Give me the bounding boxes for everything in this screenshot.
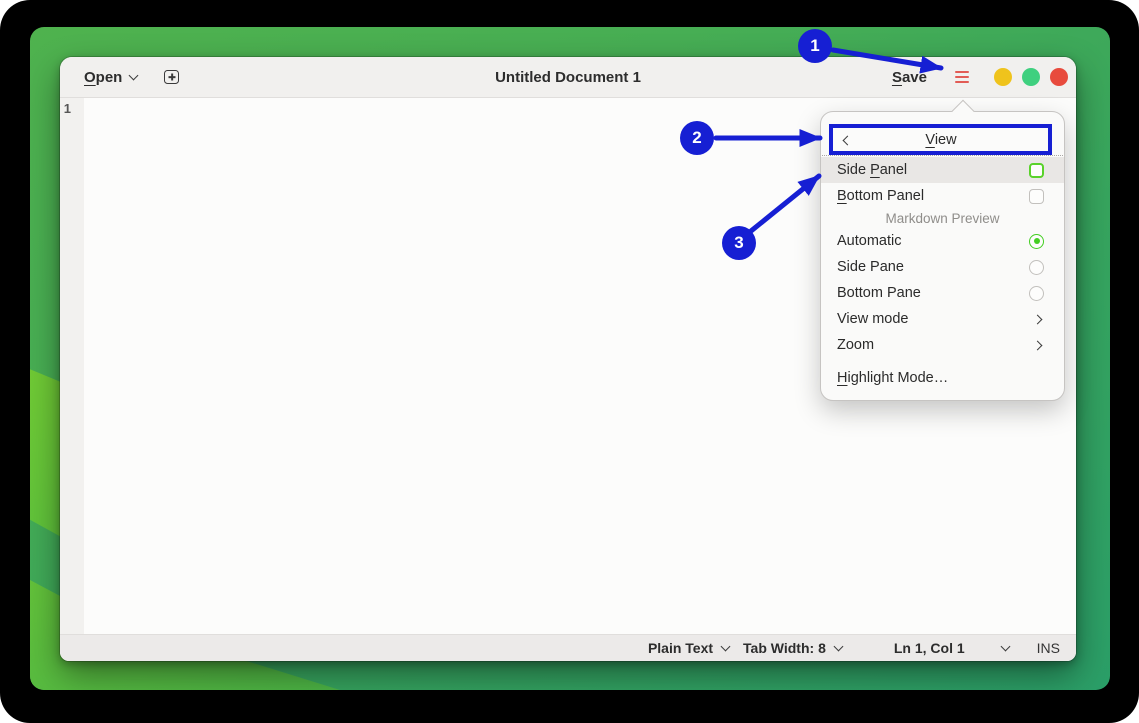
header-bar: Open Untitled Document 1 Save	[60, 57, 1076, 98]
header-left-controls: Open	[84, 68, 180, 86]
menu-item-zoom[interactable]: Zoom	[821, 332, 1064, 358]
language-label: Plain Text	[647, 640, 714, 656]
cursor-position-label: Ln 1, Col 1	[893, 640, 965, 656]
line-number-gutter: 1	[60, 98, 84, 634]
separator	[822, 155, 1063, 156]
line-number: 1	[63, 101, 71, 116]
open-button-label: Open	[84, 68, 123, 86]
annotation-badge-1: 1	[798, 29, 832, 63]
section-label-text: Markdown Preview	[885, 211, 1000, 226]
annotation-badge-2: 2	[680, 121, 714, 155]
chevron-down-icon	[128, 70, 139, 80]
hamburger-icon	[955, 71, 969, 83]
maximize-button[interactable]	[1022, 68, 1040, 86]
new-tab-button[interactable]	[164, 70, 180, 84]
chevron-down-icon	[833, 641, 844, 651]
menu-item-label: Highlight Mode…	[837, 370, 949, 386]
menu-item-side-pane[interactable]: Side Pane	[821, 254, 1064, 280]
menu-item-automatic[interactable]: Automatic	[821, 228, 1064, 254]
menu-item-label: Bottom Panel	[837, 188, 925, 204]
menu-item-side-panel[interactable]: Side Panel	[821, 157, 1064, 183]
menu-section-markdown-preview: Markdown Preview	[821, 209, 1064, 228]
menu-item-label: Bottom Pane	[837, 285, 921, 301]
checkbox-icon	[1029, 188, 1044, 204]
menu-item-label: Side Pane	[837, 259, 904, 275]
new-tab-icon	[164, 70, 180, 84]
annotation-highlight-rect	[829, 124, 1052, 155]
close-button[interactable]	[1050, 68, 1068, 86]
menu-item-label: Zoom	[837, 337, 875, 353]
radio-selected-icon	[1029, 233, 1044, 249]
tab-width-label: Tab Width: 8	[743, 640, 826, 656]
menu-item-label: Side Panel	[837, 162, 908, 178]
window-title: Untitled Document 1	[495, 68, 641, 86]
menu-title: View	[925, 131, 957, 148]
annotation-badge-3: 3	[722, 226, 756, 260]
menu-item-view-mode[interactable]: View mode	[821, 306, 1064, 332]
goto-line-chevron-icon[interactable]	[1000, 641, 1011, 651]
tab-width-selector[interactable]: Tab Width: 8	[743, 640, 844, 656]
menu-item-bottom-panel[interactable]: Bottom Panel	[821, 183, 1064, 209]
chevron-down-icon	[720, 641, 731, 651]
menu-list: Side Panel Bottom Panel Markdown Preview…	[821, 156, 1064, 391]
menu-item-label: View mode	[837, 311, 909, 327]
submenu-chevron-icon	[1032, 340, 1043, 350]
language-selector[interactable]: Plain Text	[647, 640, 731, 656]
menu-item-highlight-mode[interactable]: Highlight Mode…	[821, 365, 1064, 391]
view-menu-popover: View Side Panel Bottom Panel Markdown Pr…	[820, 111, 1065, 401]
cursor-position-button[interactable]: Ln 1, Col 1	[894, 640, 965, 656]
open-button[interactable]: Open	[84, 68, 139, 86]
menu-item-label: Automatic	[837, 233, 902, 249]
header-right-controls: Save	[892, 68, 1068, 86]
radio-icon	[1029, 285, 1044, 301]
minimize-button[interactable]	[994, 68, 1012, 86]
radio-icon	[1029, 259, 1044, 275]
hamburger-menu-button[interactable]	[955, 68, 969, 86]
save-button[interactable]: Save	[891, 68, 927, 86]
submenu-chevron-icon	[1032, 314, 1043, 324]
insert-mode-indicator: INS	[1036, 640, 1060, 656]
status-bar: Plain Text Tab Width: 8 Ln 1, Col 1 INS	[60, 634, 1076, 661]
checkbox-icon	[1029, 162, 1044, 178]
menu-item-bottom-pane[interactable]: Bottom Pane	[821, 280, 1064, 306]
